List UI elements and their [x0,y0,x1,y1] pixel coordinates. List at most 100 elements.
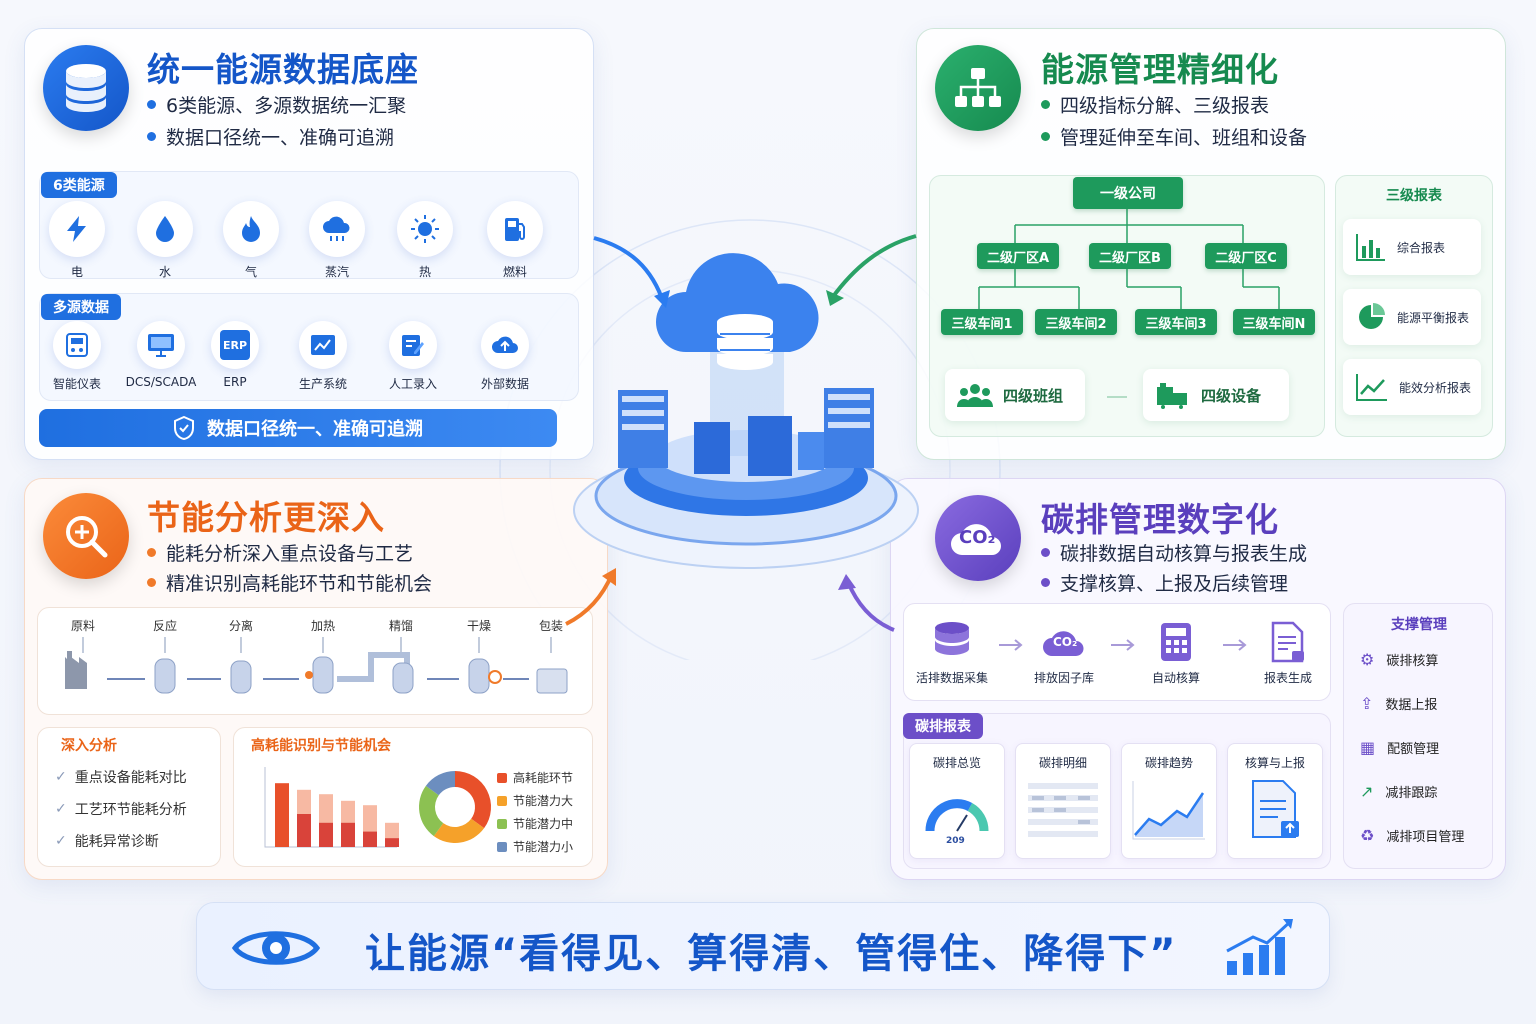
hierarchy-lines [978,207,1280,398]
level2-node: 二级厂区C [1205,243,1287,269]
support-item[interactable]: ⇪数据上报 [1360,694,1438,713]
chart-bar [363,831,377,847]
report-card[interactable]: 碳排趋势 [1121,743,1217,859]
check-icon: ✓ [55,769,67,785]
trend-up-icon: ↗ [1360,782,1374,801]
support-box: 支撑管理 ⚙碳排核算 ⇪数据上报 ▦配额管理 ↗减排跟踪 ♻减排项目管理 [1343,603,1493,869]
donut-slice [425,771,455,796]
report-item[interactable]: 能效分析报表 [1343,359,1481,415]
upload-icon: ⇪ [1360,694,1374,713]
calculator-icon [1161,623,1191,661]
steam-cloud-icon [309,201,365,257]
source-item: ERP ERP [195,321,275,389]
donut-slice [419,785,444,837]
slogan-text: 让能源“看得见、算得清、管得住、降得下” [365,931,1178,977]
chart-bar [341,822,355,847]
process-step-label: 原料 [70,619,95,633]
level2-node: 二级厂区A [977,243,1059,269]
database-icon [43,45,129,131]
document-upload-icon [1252,780,1299,838]
bullet-item: 四级指标分解、三级报表 [1041,91,1269,118]
level2-node: 二级厂区B [1089,243,1171,269]
analysis-item: ✓工艺环节能耗分析 [55,801,187,818]
energy-item: 水 [125,201,205,280]
gauge-value: 209 [946,836,965,846]
water-drop-icon [137,201,193,257]
flow-arrows [999,639,1247,651]
slogan-banner: 让能源“看得见、算得清、管得住、降得下” [196,902,1330,990]
support-item[interactable]: ⚙碳排核算 [1360,650,1439,669]
growth-chart-icon [1226,919,1293,975]
org-tree-icon [935,45,1021,131]
meter-icon [53,321,101,369]
purple-arrow [838,574,895,632]
report-card[interactable]: 碳排总览 209 [909,743,1005,859]
report-item[interactable]: 综合报表 [1343,219,1481,275]
report-card[interactable]: 核算与上报 [1227,743,1323,859]
trend-chart-icon [1132,781,1205,840]
calc-icon: ⚙ [1360,650,1375,669]
source-item: 生产系统 [283,321,363,392]
equipment-icon [1157,383,1187,409]
chart-bar [275,783,289,847]
level4-equipment: 四级设备 [1143,369,1289,421]
energy-item: 电 [37,201,117,280]
flow-arrows-center [593,234,917,308]
table-icon [1028,783,1098,837]
cloud-upload-icon [481,321,529,369]
process-diagram [65,637,568,694]
sources-tag: 多源数据 [41,294,121,320]
line-chart-icon [1356,374,1387,401]
check-icon: ✓ [55,801,67,817]
analysis-title: 深入分析 [61,738,117,754]
chart-bar [297,814,311,847]
legend-item: 节能潜力中 [497,815,573,832]
orange-arrow [565,568,616,626]
lightning-icon [49,201,105,257]
energy-item: 燃料 [475,201,555,280]
erp-icon: ERP [211,321,259,369]
analysis-item: ✓能耗异常诊断 [55,833,159,850]
support-item[interactable]: ▦配额管理 [1360,738,1440,757]
bar-chart-icon [1356,234,1385,261]
level4-team: 四级班组 [945,369,1085,421]
support-title: 支撑管理 [1391,617,1447,633]
energy-item: 气 [211,201,291,280]
energy-item: 热 [385,201,465,280]
support-item[interactable]: ↗减排跟踪 [1360,782,1438,801]
donut-slice [455,771,491,829]
fuel-pump-icon [487,201,543,257]
process-step-label: 反应 [152,619,177,633]
report-item[interactable]: 能源平衡报表 [1343,289,1481,345]
team-icon [957,384,993,407]
magnifier-plus-icon [43,493,129,579]
bullet-item: 数据口径统一、准确可追溯 [147,123,394,150]
opportunity-box [233,727,593,867]
sun-icon [397,201,453,257]
flow-step: 活排数据采集 [897,621,1007,686]
flow-step: CO₂ 排放因子库 [1009,621,1119,686]
bullet-item: 支撑核算、上报及后续管理 [1041,569,1288,596]
support-item[interactable]: ♻减排项目管理 [1360,826,1465,845]
gauge-icon [925,799,989,832]
flow-step: 报表生成 [1233,621,1343,686]
unified-data-panel: 统一能源数据底座 6类能源、多源数据统一汇聚 数据口径统一、准确可追溯 6类能源… [24,28,594,460]
report-card[interactable]: 碳排明细 [1015,743,1111,859]
shield-check-icon [174,416,194,440]
source-item: 外部数据 [465,321,545,392]
bullet-item: 6类能源、多源数据统一汇聚 [147,91,406,118]
process-step-label: 精馏 [388,619,413,633]
eye-icon [231,931,321,965]
level3-node: 三级车间2 [1035,309,1117,335]
chart-icon [299,321,347,369]
energy-saving-panel: 节能分析更深入 能耗分析深入重点设备与工艺 精准识别高耗能环节和节能机会 原料 … [24,478,608,880]
energy-tag: 6类能源 [41,172,117,198]
database-icon [935,622,969,655]
reports-title: 三级报表 [1386,188,1442,204]
source-item: DCS/SCADA [121,321,201,389]
central-data-platform [573,253,919,569]
bullet-item: 精准识别高耗能环节和节能机会 [147,569,432,596]
edit-icon [389,321,437,369]
unified-banner: 数据口径统一、准确可追溯 [39,409,557,447]
pie-chart-icon [1359,303,1385,329]
